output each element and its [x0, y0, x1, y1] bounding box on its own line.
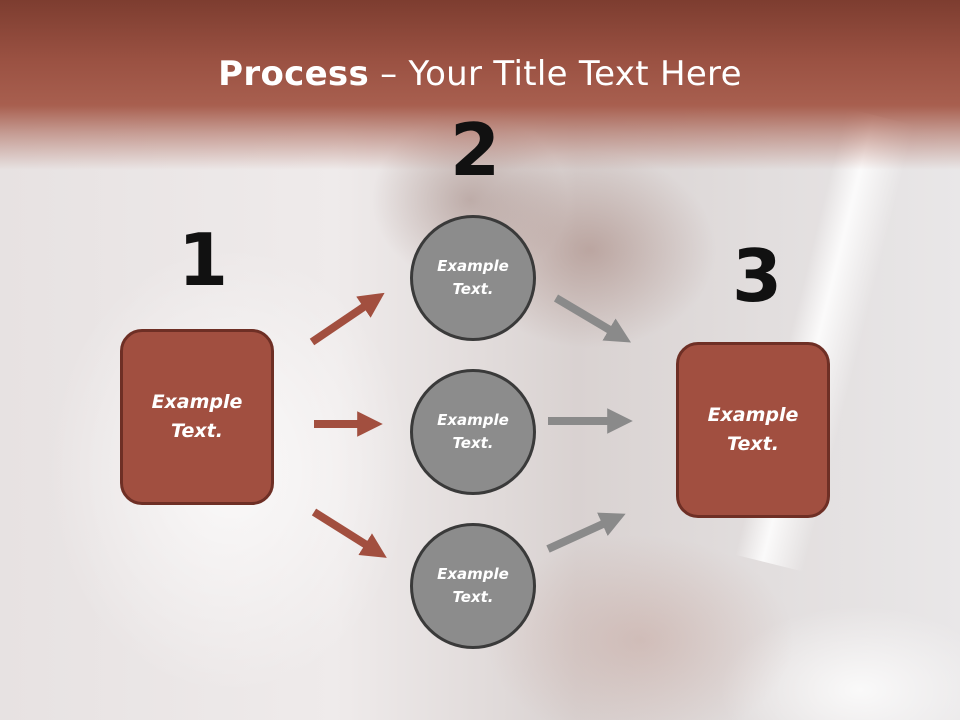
step-2-circle-bottom: Example Text.	[410, 523, 536, 649]
step-number-2: 2	[450, 108, 501, 192]
arrow-top-to-3	[553, 294, 632, 343]
step-2-circle-middle: Example Text.	[410, 369, 536, 495]
arrow-1-to-bottom	[311, 508, 387, 558]
step-number-1: 1	[178, 218, 229, 302]
slide-title: Process – Your Title Text Here	[0, 54, 960, 94]
title-bold: Process	[218, 54, 370, 94]
title-rest: – Your Title Text Here	[369, 54, 742, 94]
step-3-box: Example Text.	[676, 342, 830, 518]
step-2-circle-top: Example Text.	[410, 215, 536, 341]
step-2-circle-bottom-text: Example Text.	[437, 565, 509, 606]
step-2-circle-middle-text: Example Text.	[437, 411, 509, 452]
step-1-box: Example Text.	[120, 329, 274, 505]
arrow-bottom-to-3	[546, 512, 626, 553]
step-2-circle-top-text: Example Text.	[437, 257, 509, 298]
step-number-3: 3	[732, 234, 783, 318]
step-1-text: Example Text.	[151, 391, 243, 442]
title-banner	[0, 0, 960, 170]
arrow-1-to-top	[309, 292, 385, 346]
step-3-text: Example Text.	[707, 404, 799, 455]
